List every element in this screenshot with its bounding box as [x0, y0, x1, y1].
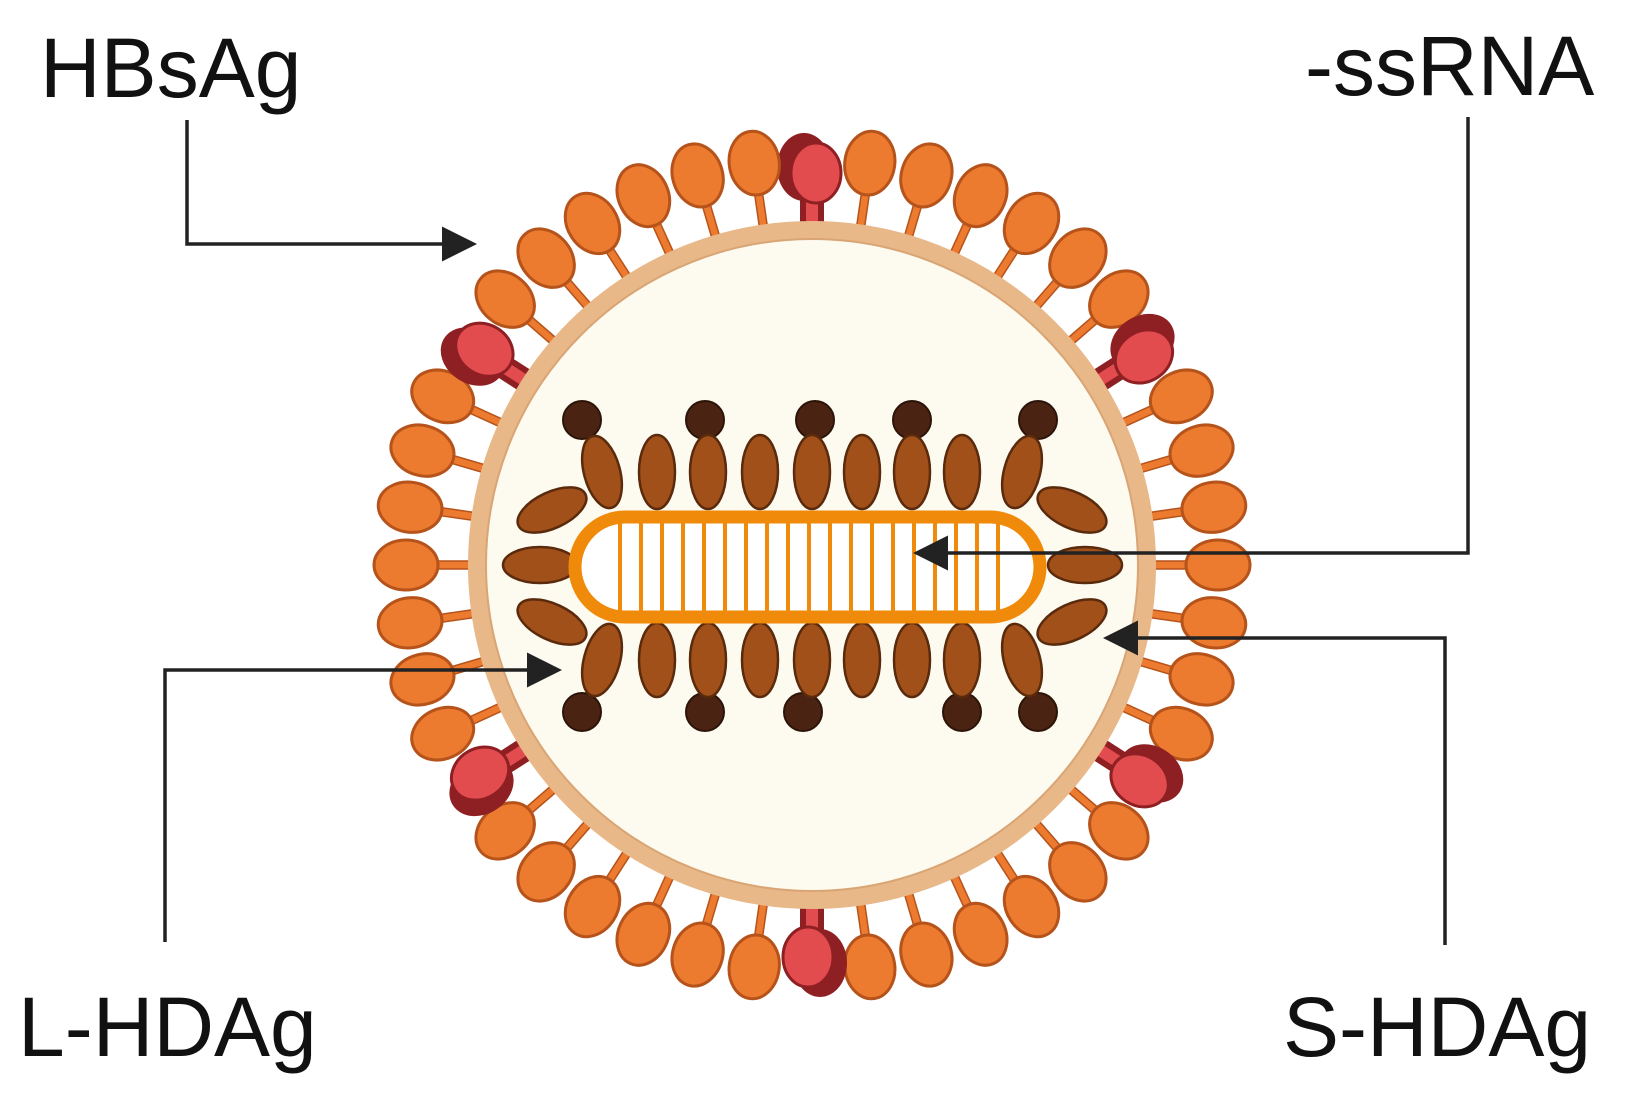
viral-envelope-inner-line: [485, 238, 1139, 892]
s-hdag-protein: [740, 433, 780, 511]
s-hdag-protein: [842, 621, 882, 699]
label-lhdag: L-HDAg: [18, 980, 317, 1074]
ssrna-arrow: [913, 117, 1470, 571]
l-hdag-protein-body: [1000, 622, 1044, 698]
label-ssrna: -ssRNA: [1305, 19, 1595, 113]
hbsag-spike: [1141, 538, 1252, 592]
hbsag-spike: [389, 652, 498, 707]
s-hdag-protein: [516, 598, 588, 646]
s-hdag-protein: [501, 545, 579, 585]
s-hdag-protein: [842, 433, 882, 511]
l-hdag-protein-body: [580, 622, 624, 698]
s-hdag-protein: [516, 486, 588, 534]
hbsag-spike: [372, 538, 483, 592]
hbsag-spike: [615, 163, 680, 268]
s-hdag-protein: [942, 433, 982, 511]
s-hdag-protein: [1036, 598, 1108, 646]
hbsag-spike: [1137, 480, 1248, 534]
hbsag-spike: [1126, 652, 1235, 707]
s-hdag-protein: [1036, 486, 1108, 534]
s-hdag-protein: [1046, 545, 1124, 585]
shdag-arrow: [1103, 620, 1447, 945]
l-hdag-protein-body: [892, 433, 932, 511]
hbsag-spike: [727, 890, 781, 1001]
l-hdag-protein-body: [688, 433, 728, 511]
s-hdag-protein: [892, 621, 932, 699]
s-hdag-protein: [637, 433, 677, 511]
hbsag-spike: [410, 697, 515, 762]
annotation-arrows: [163, 117, 1470, 945]
l-hdag-protein-body: [792, 621, 832, 699]
l-hdag-protein-body: [580, 434, 624, 510]
s-hdag-protein: [740, 621, 780, 699]
s-hdag-protein: [637, 621, 677, 699]
hdag-protein-layer: [501, 400, 1124, 732]
lhdag-arrow: [163, 652, 562, 942]
label-hbsag: HBsAg: [40, 21, 302, 115]
l-hdag-protein-body: [942, 621, 982, 699]
hbsag-arrow: [185, 120, 477, 262]
hbsag-spike: [516, 810, 600, 903]
l-hdag-protein-body: [792, 433, 832, 511]
hbsag-spike: [944, 163, 1009, 268]
label-shdag: S-HDAg: [1283, 980, 1592, 1074]
large-hbsag-spike: [449, 730, 547, 817]
hbsag-spike-layer: [372, 129, 1252, 1001]
ssrna-genome: [568, 510, 1047, 624]
l-hdag-protein-body: [688, 621, 728, 699]
l-hdag-protein-body: [1000, 434, 1044, 510]
